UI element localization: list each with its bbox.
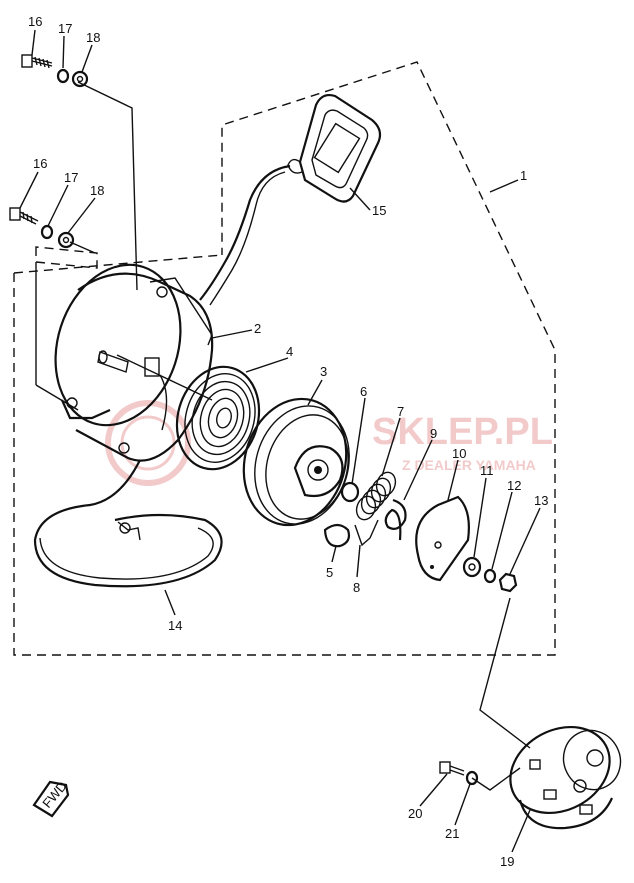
label-leaders — [19, 29, 541, 853]
starter-rope-drawing — [33, 459, 223, 588]
leader-lines — [35, 81, 531, 791]
washer-top-icon — [71, 70, 89, 88]
label-part-19: 19 — [500, 854, 514, 869]
fwd-label: FWD — [39, 778, 70, 810]
label-part-20: 20 — [408, 806, 422, 821]
label-part-17-middle: 17 — [64, 170, 78, 185]
spring-washer-top-icon — [56, 68, 70, 84]
label-part-12: 12 — [507, 478, 521, 493]
label-part-16-middle: 16 — [33, 156, 47, 171]
sheave-drum-drawing — [242, 397, 350, 527]
label-part-10: 10 — [452, 446, 466, 461]
top-fastener-set — [21, 54, 89, 88]
drive-pawl-icon — [323, 523, 351, 548]
label-part-2: 2 — [254, 321, 261, 336]
label-part-9: 9 — [430, 426, 437, 441]
label-part-7: 7 — [397, 404, 404, 419]
label-part-21: 21 — [445, 826, 459, 841]
label-part-4: 4 — [286, 344, 293, 359]
spiral-spring-drawing — [175, 365, 261, 471]
middle-fastener-set — [9, 207, 75, 249]
watermark-tagline: Z DEALER YAMAHA — [402, 457, 536, 473]
washer-6-icon — [340, 481, 360, 503]
watermark-logo-inner-icon — [120, 415, 176, 471]
label-part-1: 1 — [520, 168, 527, 183]
pulley-bolt-icon — [439, 761, 465, 776]
watermark-brand: SKLEP.PL — [372, 411, 553, 453]
label-part-13: 13 — [534, 493, 548, 508]
label-part-17-top: 17 — [58, 21, 72, 36]
drive-plate-drawing — [415, 495, 470, 582]
label-part-15: 15 — [372, 203, 386, 218]
plate-washer-icon — [462, 556, 482, 578]
spring-washer-middle-icon — [40, 224, 54, 240]
label-part-3: 3 — [320, 364, 327, 379]
label-part-6: 6 — [360, 384, 367, 399]
pulley-washer-icon — [465, 770, 479, 786]
return-spring-icon — [354, 519, 379, 547]
fwd-arrow: FWD — [32, 778, 70, 818]
friction-spring-icon — [384, 498, 407, 541]
label-part-18-top: 18 — [86, 30, 100, 45]
label-part-16-top: 16 — [28, 14, 42, 29]
label-part-11: 11 — [480, 463, 494, 478]
starter-case-drawing — [54, 263, 214, 462]
nut-icon — [498, 572, 518, 593]
bolt-top-icon — [21, 54, 53, 69]
washer-middle-icon — [57, 231, 75, 249]
spring-7-drawing — [355, 471, 397, 521]
starter-handle-drawing — [199, 93, 382, 306]
pulley-drawing — [509, 725, 622, 830]
part-labels: 16 17 18 16 17 18 1 15 2 4 3 6 7 9 10 11… — [28, 14, 548, 869]
spring-washer-12-icon — [483, 568, 497, 584]
bolt-middle-icon — [9, 207, 39, 225]
assembly-boundary — [13, 61, 556, 656]
label-part-8: 8 — [353, 580, 360, 595]
watermark: SKLEP.PL Z DEALER YAMAHA — [105, 400, 553, 486]
label-part-5: 5 — [326, 565, 333, 580]
label-part-18-middle: 18 — [90, 183, 104, 198]
label-part-14: 14 — [168, 618, 182, 633]
